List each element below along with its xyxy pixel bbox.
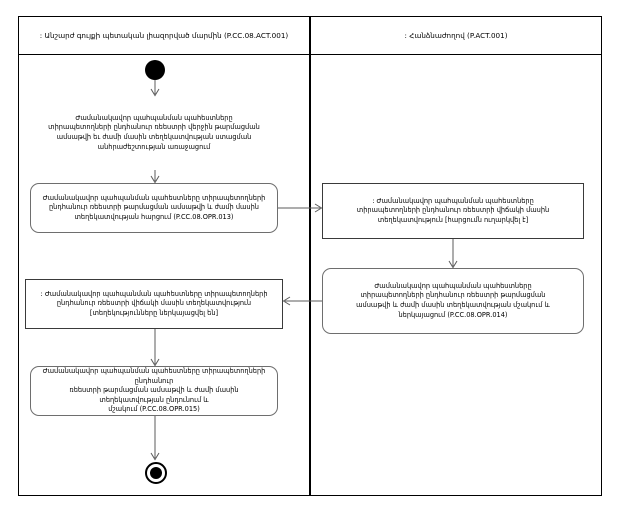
object-node-registry-state-request[interactable]: : Ժամանակավոր պահպանման պահեստները տիրապ…	[322, 183, 584, 239]
trigger-line-1: Ժամանակավոր պահպանման պահեստները	[75, 113, 233, 122]
trigger-node[interactable]: Ժամանակավոր պահպանման պահեստները տիրապետ…	[30, 96, 278, 170]
swimlane-right: : Հանձնաժողով (P.ACT.001)	[310, 16, 602, 496]
trigger-line-3: ամսաթվի եւ ժամի մասին տեղեկատվության ստա…	[56, 133, 252, 141]
b2-line-3: ամսաթվի և ժամի մասին տեղեկատվության մշակ…	[356, 301, 550, 309]
a3-line-2: ռեեստրի թարմացման ամսաթվի և ժամի մասին տ…	[69, 386, 239, 404]
b1-guard-label: տեղեկատվություն [հարցումն ուղարկվել է]	[377, 215, 529, 224]
action-node-request-registry-update[interactable]: Ժամանակավոր պահպանման պահեստները տիրապետ…	[30, 183, 278, 233]
a2-line-2: ընդհանուր ռեեստրի վիճակի մասին տեղեկատվո…	[56, 299, 252, 308]
a2-line-1: : Ժամանակավոր պահպանման պահեստները տիրապ…	[40, 289, 268, 298]
a3-line-1: Ժամանակավոր պահպանման պահեստները տիրապետ…	[42, 367, 266, 385]
swimlane-left: : Անշարժ գույքի պետական լիազորված մարմին…	[18, 16, 310, 496]
b2-line-4: ներկայացում (P.CC.08.OPR.014)	[398, 310, 508, 319]
trigger-line-4: անհրաժեշտության առաջացում	[97, 142, 211, 151]
b2-line-2: տիրապետողների ընդհանուր ռեեստրի թարմացմա…	[360, 291, 546, 300]
b1-line-1: : Ժամանակավոր պահպանման պահեստները	[372, 196, 534, 205]
swimlane-right-header: : Հանձնաժողով (P.ACT.001)	[311, 17, 601, 55]
a1-line-3: տեղեկատվության հարցում (P.CC.08.OPR.013)	[74, 212, 234, 221]
a3-line-3: մշակում (P.CC.08.OPR.015)	[108, 405, 200, 414]
action-node-receive-and-process[interactable]: Ժամանակավոր պահպանման պահեստները տիրապետ…	[30, 366, 278, 416]
action-node-process-and-submit[interactable]: Ժամանակավոր պահպանման պահեստները տիրապետ…	[322, 268, 584, 334]
a1-line-1: Ժամանակավոր պահպանման պահեստները տիրապետ…	[42, 193, 266, 202]
a1-line-2: ընդհանուր ռեեստրի թարմացման ամսաթվի և ժա…	[49, 203, 259, 212]
trigger-line-2: տիրապետողների ընդհանուր ռեեստրի վերջին թ…	[48, 123, 260, 132]
initial-node	[145, 60, 165, 80]
b2-line-1: Ժամանակավոր պահպանման պահեստները	[374, 281, 532, 290]
final-node	[145, 462, 167, 484]
object-node-registry-state-info[interactable]: : Ժամանակավոր պահպանման պահեստները տիրապ…	[25, 279, 283, 329]
a2-guard-label: [տեղեկությունները ներկայացվել են]	[89, 308, 219, 317]
swimlane-left-header: : Անշարժ գույքի պետական լիազորված մարմին…	[19, 17, 309, 55]
b1-line-2: տիրապետողների ընդհանուր ռեեստրի վիճակի մ…	[356, 206, 550, 215]
